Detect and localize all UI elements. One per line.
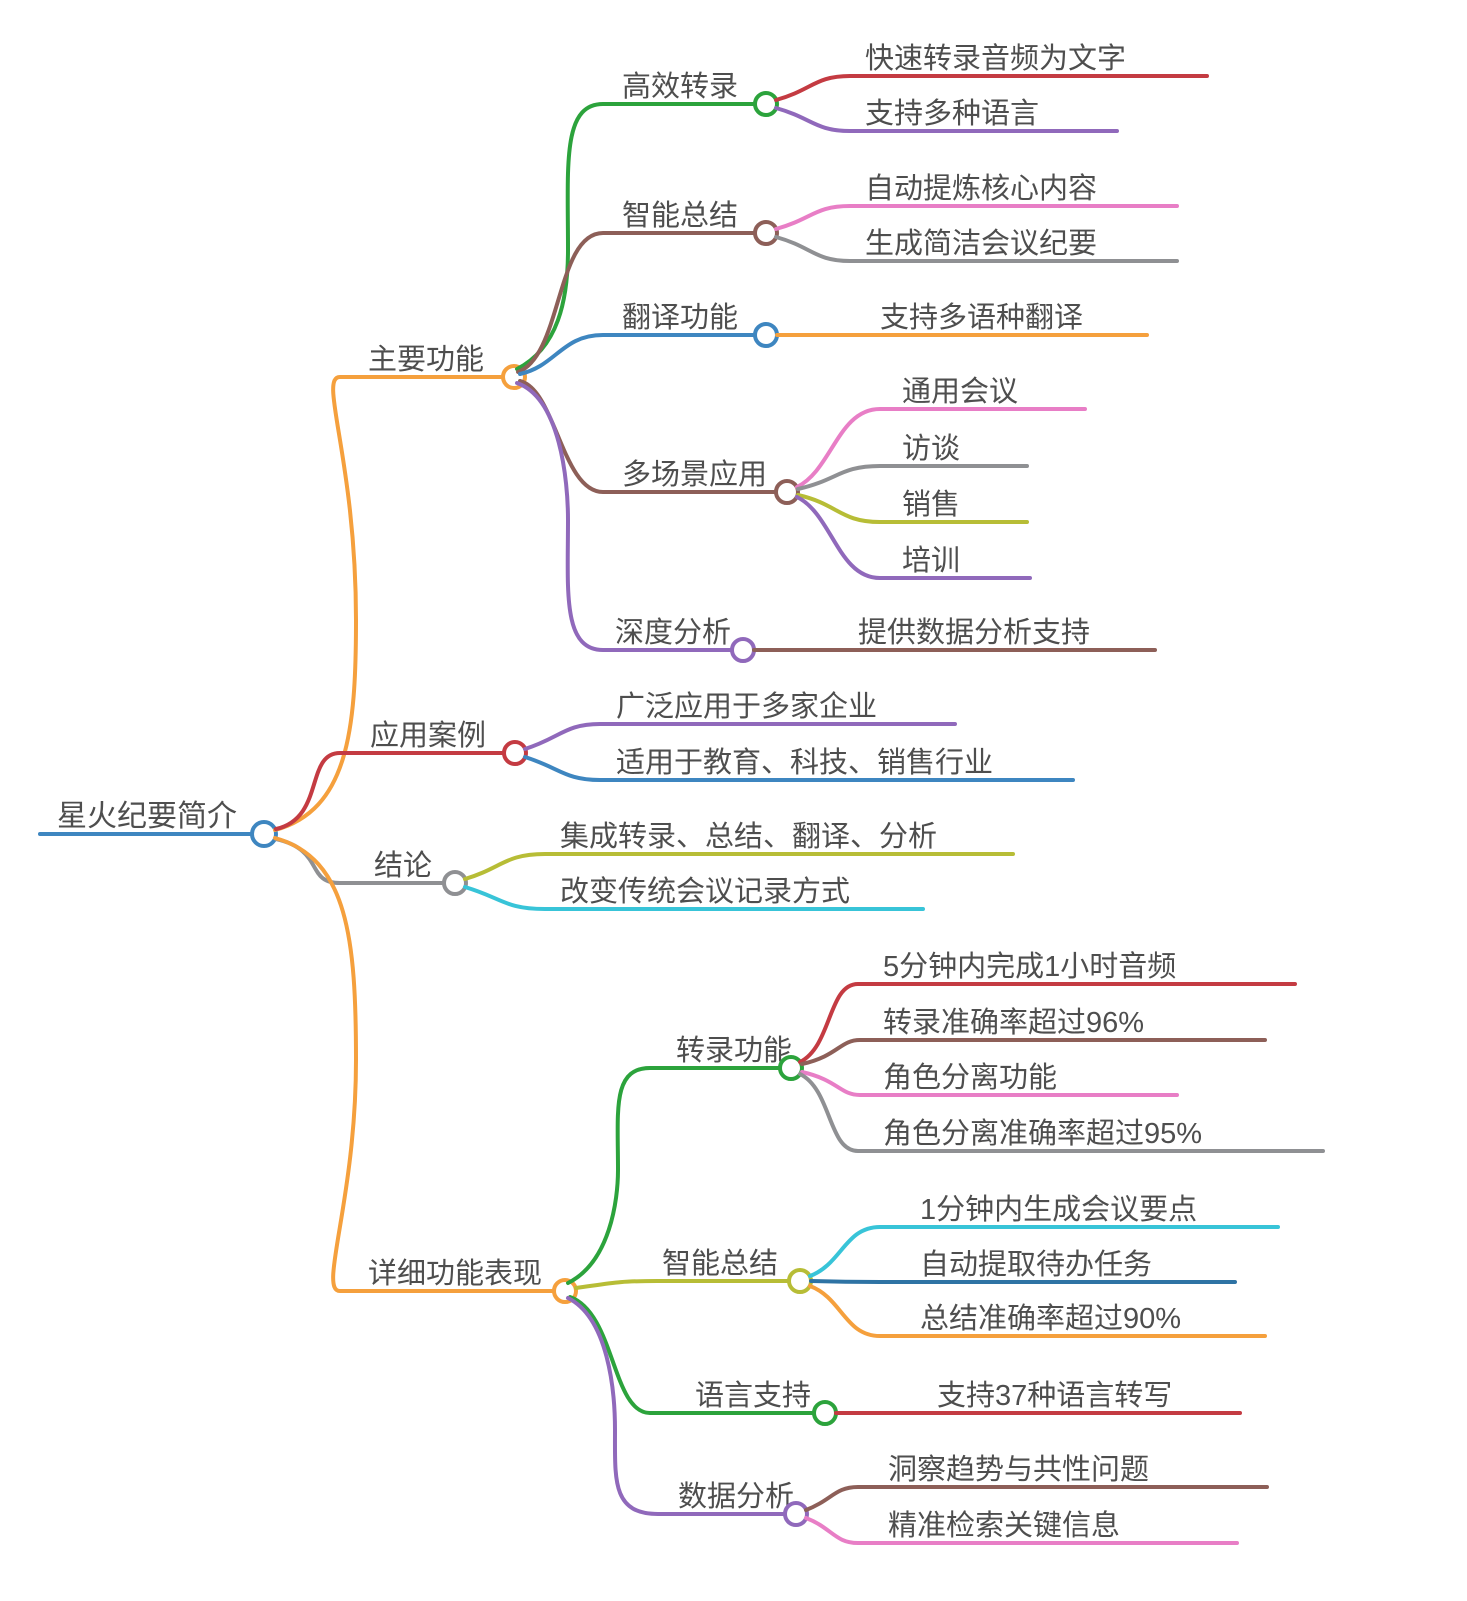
fast-audio-to-text-line xyxy=(774,74,1209,102)
sales-label[interactable]: 销售 xyxy=(902,488,960,521)
data-analysis-support-label[interactable]: 提供数据分析支持 xyxy=(858,616,1090,649)
speaker-separation-label[interactable]: 角色分离功能 xyxy=(883,1061,1057,1094)
multi-scenario-branch-line xyxy=(518,379,777,494)
transcription-function-label[interactable]: 转录功能 xyxy=(676,1034,792,1067)
integrated-features-line xyxy=(463,852,1015,881)
sales-line xyxy=(796,493,1029,524)
main-functions-branch-line xyxy=(273,375,504,832)
one-min-keypoints-label[interactable]: 1分钟内生成会议要点 xyxy=(920,1193,1197,1226)
application-cases-branch-line xyxy=(274,751,505,831)
deep-analysis-branch-line xyxy=(515,381,733,652)
translation-function-branch-line xyxy=(518,333,756,376)
transcription-function-branch-line xyxy=(566,1066,781,1285)
training-label[interactable]: 培训 xyxy=(902,544,960,577)
speaker-separation-line xyxy=(800,1070,1179,1097)
interview-line xyxy=(796,464,1029,491)
data-analysis-branch-line xyxy=(566,1296,786,1516)
insight-trends-label[interactable]: 洞察趋势与共性问题 xyxy=(888,1453,1149,1486)
root-node-label[interactable]: 星火纪要简介 xyxy=(57,800,237,833)
multi-scenario-label[interactable]: 多场景应用 xyxy=(622,458,767,491)
accuracy-96-label[interactable]: 转录准确率超过96% xyxy=(883,1006,1144,1039)
detailed-performance-label[interactable]: 详细功能表现 xyxy=(368,1257,542,1290)
language-support-circle[interactable] xyxy=(812,1400,838,1426)
multi-language-support-line xyxy=(774,106,1119,133)
multilingual-translation-label[interactable]: 支持多语种翻译 xyxy=(880,301,1083,334)
smart-summary-detail-branch-line xyxy=(574,1279,791,1290)
smart-summary-detail-label[interactable]: 智能总结 xyxy=(662,1247,778,1280)
speaker-accuracy-95-label[interactable]: 角色分离准确率超过95% xyxy=(883,1117,1202,1150)
efficient-transcription-label[interactable]: 高效转录 xyxy=(622,70,738,103)
conclusion-label[interactable]: 结论 xyxy=(374,849,432,882)
smart-summary-detail-circle[interactable] xyxy=(787,1268,813,1294)
precise-retrieval-label[interactable]: 精准检索关键信息 xyxy=(888,1509,1120,1542)
multi-scenario-circle[interactable] xyxy=(774,479,800,505)
data-analysis-circle[interactable] xyxy=(783,1501,809,1527)
widely-used-enterprises-line xyxy=(523,722,957,751)
language-support-label[interactable]: 语言支持 xyxy=(695,1379,811,1412)
fast-audio-to-text-label[interactable]: 快速转录音频为文字 xyxy=(865,42,1126,75)
transcription-function-circle[interactable] xyxy=(778,1055,804,1081)
general-meeting-label[interactable]: 通用会议 xyxy=(902,375,1018,408)
detailed-performance-branch-line xyxy=(273,836,555,1293)
root-node-circle[interactable] xyxy=(250,820,278,848)
conclusion-circle[interactable] xyxy=(442,870,468,896)
data-analysis-label[interactable]: 数据分析 xyxy=(678,1480,794,1513)
smart-summary-circle[interactable] xyxy=(753,220,779,246)
speaker-accuracy-95-line xyxy=(798,1072,1325,1153)
auto-extract-core-content-line xyxy=(774,204,1179,231)
language-support-branch-line xyxy=(568,1295,816,1415)
deep-analysis-label[interactable]: 深度分析 xyxy=(615,616,731,649)
translation-function-circle[interactable] xyxy=(753,322,779,348)
industries-label[interactable]: 适用于教育、科技、销售行业 xyxy=(616,746,993,779)
insight-trends-line xyxy=(804,1485,1269,1512)
interview-label[interactable]: 访谈 xyxy=(902,432,960,465)
five-min-one-hour-line xyxy=(798,982,1297,1064)
auto-todo-line xyxy=(809,1279,1237,1284)
efficient-transcription-circle[interactable] xyxy=(753,91,779,117)
summary-accuracy-90-label[interactable]: 总结准确率超过90% xyxy=(920,1302,1181,1335)
deep-analysis-circle[interactable] xyxy=(730,637,756,663)
languages-37-label[interactable]: 支持37种语言转写 xyxy=(937,1379,1172,1412)
precise-retrieval-line xyxy=(804,1516,1239,1545)
general-meeting-line xyxy=(795,407,1087,489)
accuracy-96-line xyxy=(800,1038,1267,1066)
change-tradition-label[interactable]: 改变传统会议记录方式 xyxy=(560,875,850,908)
one-min-keypoints-line xyxy=(808,1225,1280,1278)
concise-minutes-label[interactable]: 生成简洁会议纪要 xyxy=(865,227,1097,260)
smart-summary-branch-line xyxy=(516,231,756,374)
training-line xyxy=(795,495,1032,580)
integrated-features-label[interactable]: 集成转录、总结、翻译、分析 xyxy=(560,820,937,853)
auto-extract-core-content-label[interactable]: 自动提炼核心内容 xyxy=(865,172,1097,205)
auto-todo-label[interactable]: 自动提取待办任务 xyxy=(920,1248,1152,1281)
application-cases-circle[interactable] xyxy=(502,740,528,766)
application-cases-label[interactable]: 应用案例 xyxy=(370,719,486,752)
industries-line xyxy=(523,755,1075,782)
five-min-one-hour-label[interactable]: 5分钟内完成1小时音频 xyxy=(883,950,1176,983)
widely-used-enterprises-label[interactable]: 广泛应用于多家企业 xyxy=(616,690,877,723)
efficient-transcription-branch-line xyxy=(515,102,756,371)
summary-accuracy-90-line xyxy=(808,1284,1267,1338)
smart-summary-label[interactable]: 智能总结 xyxy=(622,199,738,232)
translation-function-label[interactable]: 翻译功能 xyxy=(622,301,738,334)
change-tradition-line xyxy=(463,885,925,911)
main-functions-label[interactable]: 主要功能 xyxy=(368,343,484,376)
concise-minutes-line xyxy=(774,235,1179,263)
multi-language-support-label[interactable]: 支持多种语言 xyxy=(865,97,1039,130)
